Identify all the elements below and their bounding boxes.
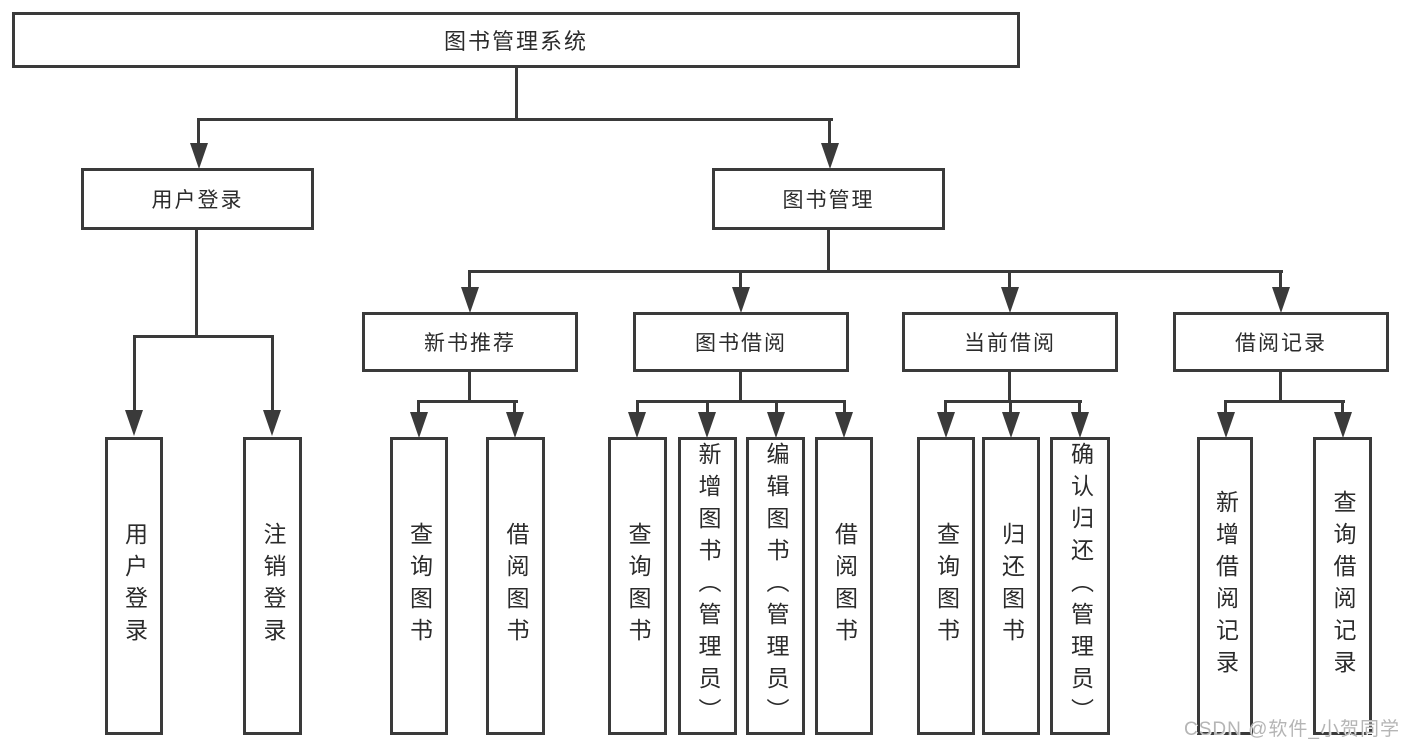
connector-line [513, 400, 516, 417]
connector-line [133, 335, 274, 338]
leaf-label: 借阅图书 [831, 522, 858, 650]
leaf-label: 查询图书 [625, 522, 651, 650]
leaf-query-borrow-record: 查询借阅记录 [1313, 437, 1372, 735]
arrow-down-icon [835, 412, 853, 438]
leaf-add-borrow-record: 新增借阅记录 [1197, 437, 1253, 735]
arrow-down-icon [461, 287, 479, 313]
node-borrowing-records: 借阅记录 [1173, 312, 1389, 372]
arrow-down-icon [1217, 412, 1235, 438]
connector-line [417, 400, 518, 403]
connector-line [1008, 372, 1011, 402]
leaf-query-books-borrow: 查询图书 [608, 437, 667, 735]
connector-line [827, 230, 830, 273]
arrow-down-icon [937, 412, 955, 438]
leaf-user-login: 用户登录 [105, 437, 163, 735]
leaf-label: 编辑图书（管理员） [763, 442, 789, 730]
connector-line [515, 68, 518, 119]
node-book-borrowing: 图书借阅 [633, 312, 849, 372]
connector-line [197, 118, 200, 146]
connector-line [775, 400, 778, 417]
leaf-label: 借阅图书 [503, 522, 529, 650]
connector-line [195, 230, 198, 338]
connector-line [1279, 372, 1282, 402]
arrow-down-icon [263, 410, 281, 436]
connector-line [944, 400, 947, 417]
leaf-label: 用户登录 [121, 522, 148, 650]
leaf-logout: 注销登录 [243, 437, 302, 735]
arrow-down-icon [767, 412, 785, 438]
leaf-label: 查询图书 [933, 522, 960, 650]
connector-line [828, 118, 831, 146]
connector-line [1224, 400, 1345, 403]
arrow-down-icon [1001, 287, 1019, 313]
leaf-label: 查询借阅记录 [1330, 490, 1356, 682]
leaf-borrow-books-recommend: 借阅图书 [486, 437, 545, 735]
arrow-down-icon [628, 412, 646, 438]
leaf-query-books-current: 查询图书 [917, 437, 975, 735]
connector-line [843, 400, 846, 417]
leaf-borrow-books: 借阅图书 [815, 437, 873, 735]
connector-line [1008, 270, 1011, 292]
leaf-edit-books-admin: 编辑图书（管理员） [746, 437, 805, 735]
connector-line [636, 400, 846, 403]
arrow-down-icon [732, 287, 750, 313]
arrow-down-icon [698, 412, 716, 438]
leaf-label: 确认归还（管理员） [1067, 442, 1094, 730]
leaf-label: 新增图书（管理员） [695, 442, 721, 730]
leaf-label: 查询图书 [406, 522, 433, 650]
arrow-down-icon [1071, 412, 1089, 438]
connector-line [469, 270, 1283, 273]
csdn-watermark: CSDN @软件_小贺同学 [1184, 719, 1400, 740]
connector-line [1078, 400, 1081, 417]
arrow-down-icon [1272, 287, 1290, 313]
arrow-down-icon [125, 410, 143, 436]
node-user-login: 用户登录 [81, 168, 314, 230]
connector-line [739, 372, 742, 402]
arrow-down-icon [1002, 412, 1020, 438]
connector-line [197, 118, 833, 121]
connector-line [944, 400, 1082, 403]
connector-line [1279, 270, 1282, 292]
connector-line [706, 400, 709, 417]
leaf-label: 归还图书 [998, 522, 1025, 650]
connector-line [133, 335, 136, 413]
connector-line [1341, 400, 1344, 417]
connector-line [271, 335, 274, 413]
arrow-down-icon [821, 143, 839, 169]
connector-line [468, 270, 471, 292]
arrow-down-icon [506, 412, 524, 438]
connector-line [636, 400, 639, 417]
node-library-management-system: 图书管理系统 [12, 12, 1020, 68]
connector-line [468, 372, 471, 402]
node-new-book-recommendation: 新书推荐 [362, 312, 578, 372]
leaf-label: 新增借阅记录 [1212, 490, 1239, 682]
node-book-management: 图书管理 [712, 168, 945, 230]
leaf-query-books-recommend: 查询图书 [390, 437, 448, 735]
leaf-label: 注销登录 [260, 522, 286, 650]
leaf-return-books: 归还图书 [982, 437, 1040, 735]
arrow-down-icon [410, 412, 428, 438]
connector-line [739, 270, 742, 292]
leaf-confirm-return-admin: 确认归还（管理员） [1050, 437, 1110, 735]
node-current-borrowing: 当前借阅 [902, 312, 1118, 372]
arrow-down-icon [190, 143, 208, 169]
connector-line [417, 400, 420, 417]
arrow-down-icon [1334, 412, 1352, 438]
connector-line [1224, 400, 1227, 417]
leaf-add-books-admin: 新增图书（管理员） [678, 437, 737, 735]
connector-line [1009, 400, 1012, 417]
